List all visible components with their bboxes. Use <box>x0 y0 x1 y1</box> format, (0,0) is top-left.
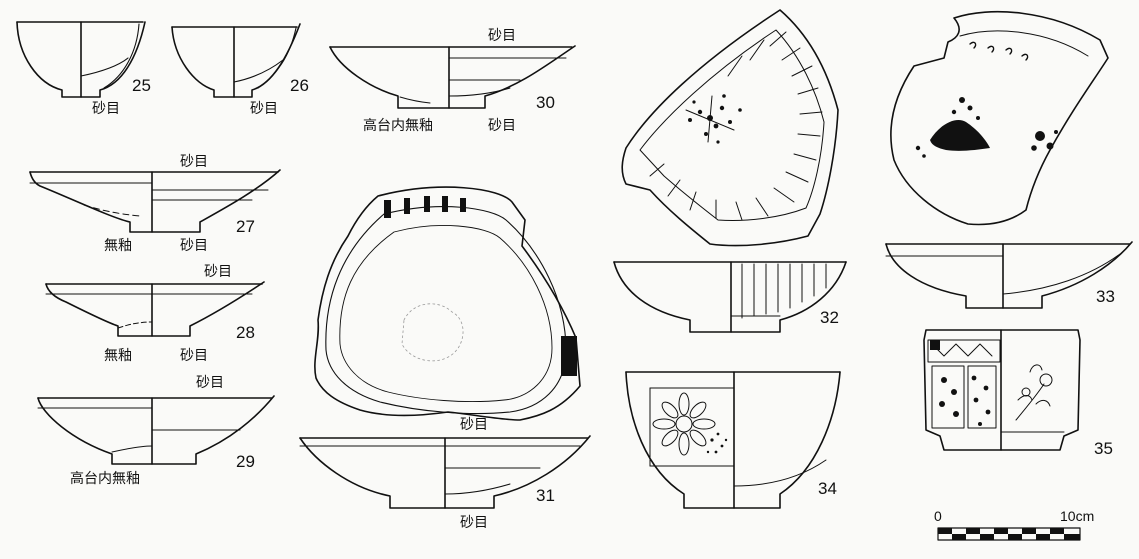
vessel-27 <box>30 170 280 232</box>
annotation-29-sand-marks: 砂目 <box>196 375 224 391</box>
vessel-26 <box>172 24 300 97</box>
vessel-28 <box>46 282 264 336</box>
annotation-27-sand-marks-top: 砂目 <box>180 154 208 170</box>
figure-number-32: 32 <box>820 308 839 327</box>
annotation-26-sand-marks: 砂目 <box>250 101 278 117</box>
annotation-29-unglazed-foot: 高台内無釉 <box>70 471 140 487</box>
figure-number-30: 30 <box>536 93 555 112</box>
vessel-29 <box>38 396 274 464</box>
figure-number-33: 33 <box>1096 287 1115 306</box>
annotation-27-sand-marks-bottom: 砂目 <box>180 238 208 254</box>
figure-number-31: 31 <box>536 486 555 505</box>
figure-number-25: 25 <box>132 76 151 95</box>
scale-end-label: 10cm <box>1060 508 1095 524</box>
figure-number-26: 26 <box>290 76 309 95</box>
figure-number-34: 34 <box>818 479 837 498</box>
vessel-30 <box>330 46 575 108</box>
vessel-32-profile <box>614 262 846 332</box>
scale-start-label: 0 <box>934 508 942 524</box>
vessel-35 <box>924 330 1080 450</box>
annotation-28-unglazed: 無釉 <box>104 348 132 364</box>
vessel-33-plan <box>891 12 1108 225</box>
annotation-30-sand-marks-top: 砂目 <box>488 28 516 44</box>
annotation-28-sand-marks-bottom: 砂目 <box>180 348 208 364</box>
vessel-25 <box>17 22 145 97</box>
vessel-34 <box>626 372 840 508</box>
annotation-28-sand-marks-top: 砂目 <box>204 264 232 280</box>
vessel-33-profile <box>886 242 1132 308</box>
annotation-31-sand-marks-bottom: 砂目 <box>460 515 488 531</box>
annotation-30-unglazed-foot: 高台内無釉 <box>363 118 433 134</box>
annotation-30-sand-marks-bottom: 砂目 <box>488 118 516 134</box>
annotation-27-unglazed: 無釉 <box>104 238 132 254</box>
figure-number-27: 27 <box>236 217 255 236</box>
vessel-31-plan <box>315 187 580 420</box>
vessel-32-plan <box>622 10 838 246</box>
figure-number-35: 35 <box>1094 439 1113 458</box>
annotation-31-sand-marks-top: 砂目 <box>460 417 488 433</box>
annotation-25-sand-marks: 砂目 <box>92 101 120 117</box>
figure-number-28: 28 <box>236 323 255 342</box>
scale-bar <box>938 528 1080 540</box>
figure-number-29: 29 <box>236 452 255 471</box>
vessel-31-profile <box>300 436 590 508</box>
